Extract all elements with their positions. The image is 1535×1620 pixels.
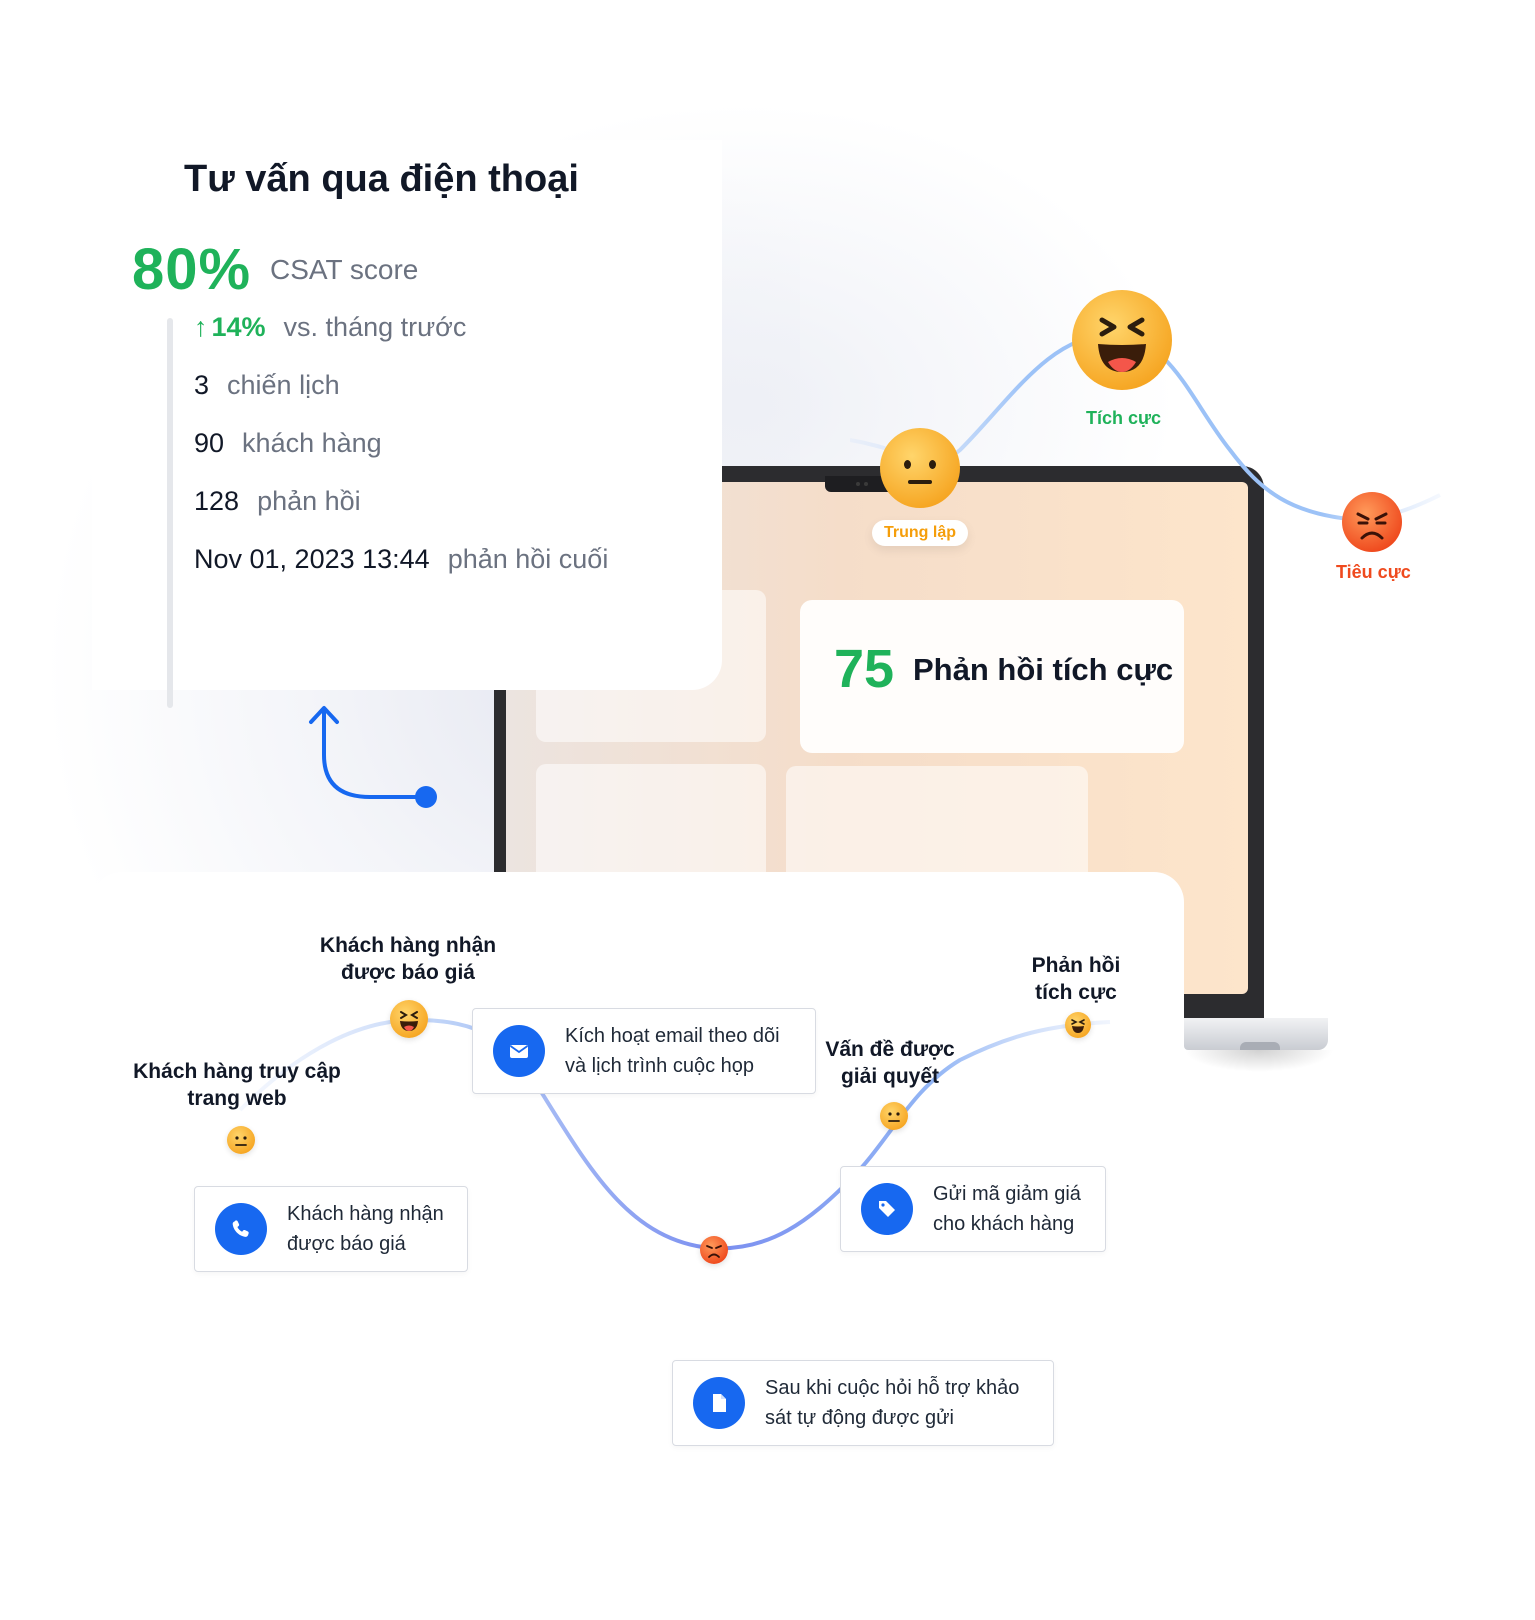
positive-feedback-count: 75 bbox=[834, 639, 895, 699]
arrow-up-icon: ↑ bbox=[194, 312, 208, 342]
csat-score-label: CSAT score bbox=[270, 254, 419, 285]
document-icon bbox=[693, 1377, 745, 1429]
neutral-label: Trung lập bbox=[872, 520, 968, 546]
stat-value: 14% bbox=[211, 312, 266, 342]
csat-card: Tư vấn qua điện thoại 80% CSAT score ↑14… bbox=[92, 140, 722, 708]
positive-feedback-card: 75 Phản hồi tích cực bbox=[800, 600, 1184, 753]
laptop-notch bbox=[825, 476, 899, 492]
journey-label-resolved: Vấn đề được giải quyết bbox=[825, 1038, 955, 1088]
mail-icon bbox=[493, 1025, 545, 1077]
neutral-face-icon bbox=[227, 1126, 255, 1154]
stat-row: 90 khách hàng bbox=[194, 428, 382, 459]
step-coupon-text: Gửi mã giảm giá cho khách hàng bbox=[933, 1183, 1081, 1235]
step-email-text: Kích hoạt email theo dõi và lịch trình c… bbox=[565, 1025, 780, 1077]
step-coupon-card[interactable]: Gửi mã giảm giá cho khách hàng bbox=[840, 1166, 1106, 1252]
camera-dot bbox=[856, 482, 860, 486]
stat-value: 90 bbox=[194, 428, 225, 458]
neutral-face-icon bbox=[880, 428, 960, 508]
laptop-shadow bbox=[1184, 1050, 1334, 1072]
stat-row: 3 chiến lịch bbox=[194, 370, 340, 401]
csat-title: Tư vấn qua điện thoại bbox=[184, 158, 579, 200]
step-survey-text: Sau khi cuộc hỏi hỗ trợ khảo sát tự động… bbox=[765, 1377, 1020, 1429]
angry-face-icon bbox=[1342, 492, 1402, 552]
stat-row: 128 phản hồi bbox=[194, 486, 361, 517]
stat-value: 3 bbox=[194, 370, 210, 400]
journey-label-visit: Khách hàng truy cập trang web bbox=[133, 1060, 341, 1110]
negative-label: Tiêu cực bbox=[1336, 562, 1411, 582]
camera-dot bbox=[864, 482, 868, 486]
laptop-base bbox=[1184, 1018, 1328, 1050]
positive-feedback-label: Phản hồi tích cực bbox=[913, 652, 1174, 687]
phone-icon bbox=[215, 1203, 267, 1255]
laughing-face-icon bbox=[1065, 1012, 1091, 1038]
stat-value: Nov 01, 2023 13:44 bbox=[194, 544, 430, 574]
connector-arrow-icon bbox=[309, 706, 437, 808]
laughing-face-icon bbox=[1072, 290, 1172, 390]
stat-change: ↑14% vs. tháng trước bbox=[194, 312, 466, 343]
step-call-text: Khách hàng nhận được báo giá bbox=[287, 1203, 444, 1255]
laughing-face-icon bbox=[390, 1000, 428, 1038]
stat-label: khách hàng bbox=[242, 428, 382, 458]
stats-divider bbox=[167, 318, 173, 708]
step-call-card[interactable]: Khách hàng nhận được báo giá bbox=[194, 1186, 468, 1272]
step-survey-card[interactable]: Sau khi cuộc hỏi hỗ trợ khảo sát tự động… bbox=[672, 1360, 1054, 1446]
neutral-face-icon bbox=[880, 1102, 908, 1130]
positive-label: Tích cực bbox=[1086, 408, 1162, 428]
step-email-card[interactable]: Kích hoạt email theo dõi và lịch trình c… bbox=[472, 1008, 816, 1094]
stat-label: phản hồi bbox=[257, 486, 361, 516]
stat-value: 128 bbox=[194, 486, 240, 516]
angry-face-icon bbox=[700, 1236, 728, 1264]
csat-score: 80% bbox=[132, 237, 252, 302]
journey-label-quote: Khách hàng nhận được báo giá bbox=[319, 934, 497, 984]
stat-label: phản hồi cuối bbox=[447, 544, 609, 574]
journey-label-positive: Phản hồi tích cực bbox=[1031, 954, 1121, 1004]
stat-row: Nov 01, 2023 13:44 phản hồi cuối bbox=[194, 544, 608, 575]
stat-label: vs. tháng trước bbox=[283, 312, 467, 342]
tag-icon bbox=[861, 1183, 913, 1235]
stat-label: chiến lịch bbox=[227, 370, 340, 400]
